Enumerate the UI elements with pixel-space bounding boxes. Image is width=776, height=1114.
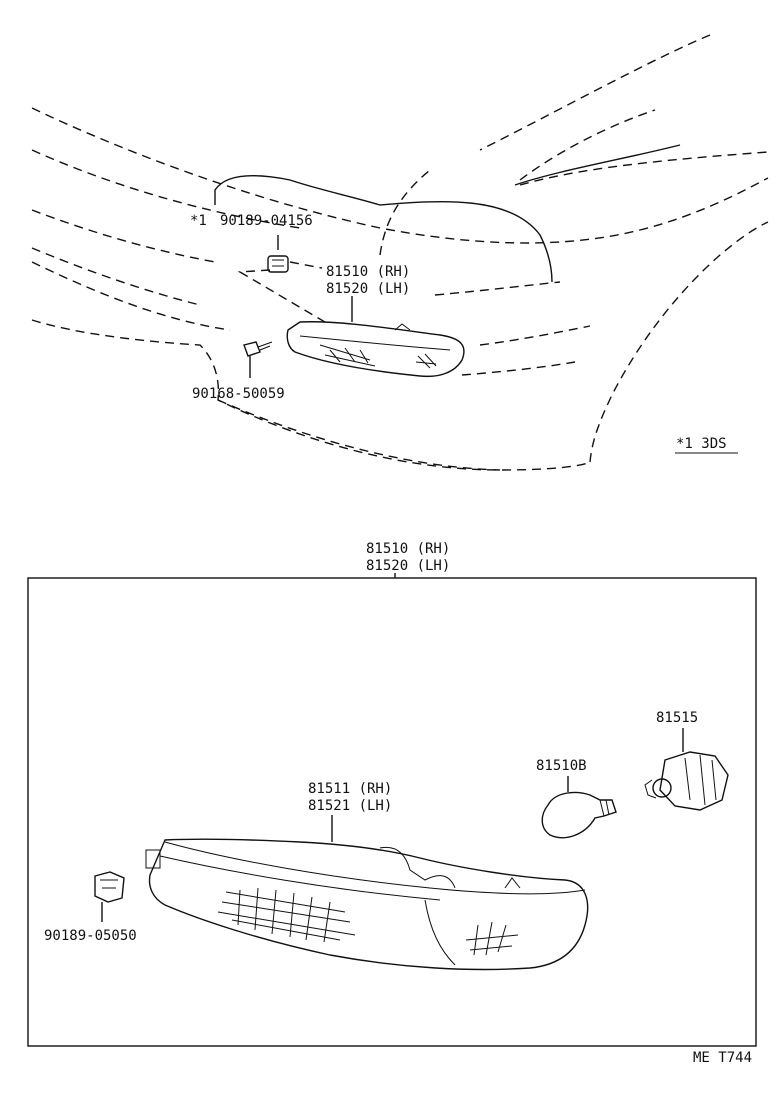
clip-icon: [237, 235, 331, 326]
vehicle-body-outline: [31, 34, 769, 471]
turn-signal-lamp-small-icon: [286, 296, 465, 378]
figure-code: ME T744: [693, 1050, 752, 1066]
lens-rh: 81511 (RH): [308, 781, 392, 797]
note-marker: *1: [190, 213, 207, 229]
lens-lh: 81521 (LH): [308, 798, 392, 814]
lamp-assy-lh-detail: 81520 (LH): [366, 558, 450, 574]
socket-part-number: 81515: [656, 710, 698, 726]
lamp-assy-lh-top: 81520 (LH): [326, 281, 410, 297]
bulb-socket-icon: [644, 751, 729, 811]
screw-icon: [243, 341, 273, 378]
bulb-icon: [541, 791, 617, 839]
clip-icon-detail: [94, 871, 125, 922]
lamp-assy-rh-top: 81510 (RH): [326, 264, 410, 280]
fender-edge-lines: [214, 144, 681, 283]
screw-part-number: 90168-50059: [192, 386, 285, 402]
lamp-assy-rh-detail: 81510 (RH): [366, 541, 450, 557]
leader-clip-to-lamp: [289, 261, 323, 269]
footnote-3ds: *1 3DS: [676, 436, 727, 452]
detail-box: [27, 577, 757, 1047]
bulb-part-number: 81510B: [536, 758, 587, 774]
clip-part-number-detail: 90189-05050: [44, 928, 137, 944]
clip-part-number-top: 90189-04156: [220, 213, 313, 229]
turn-signal-lamp-large-icon: [145, 838, 589, 971]
